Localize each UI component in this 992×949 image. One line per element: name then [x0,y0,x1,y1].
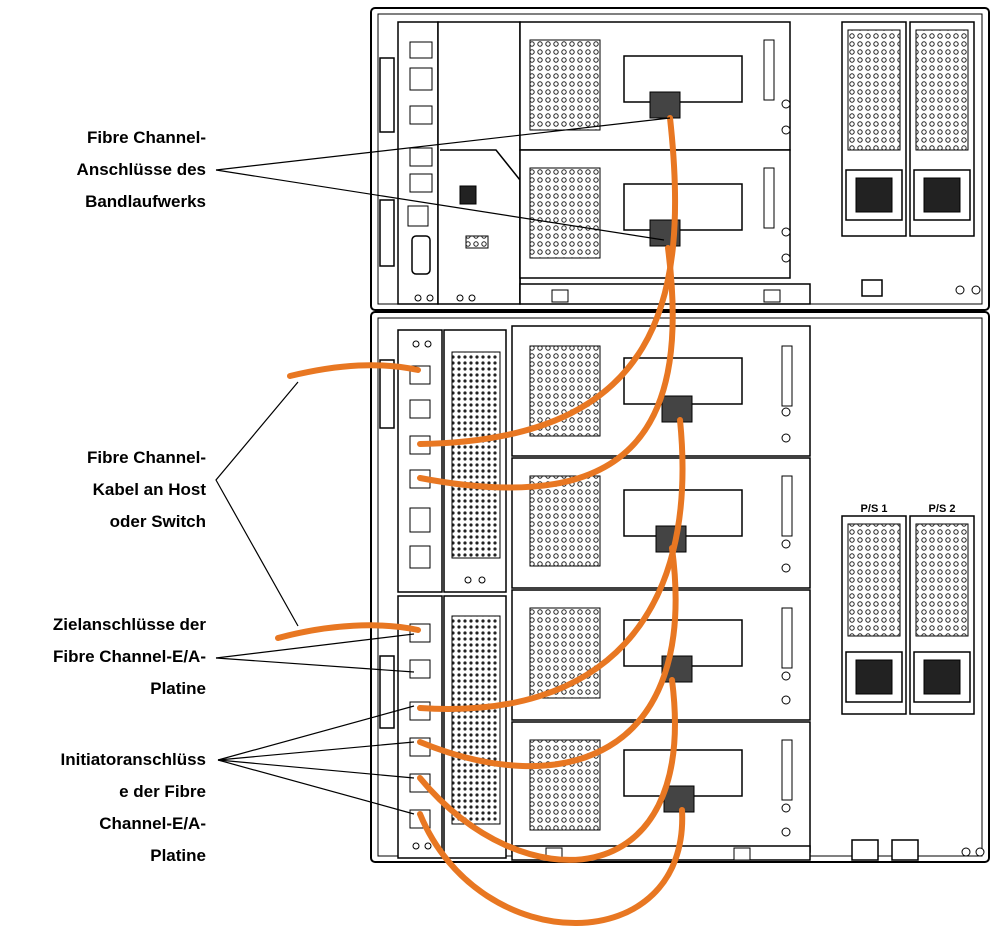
ps-label-right: P/S 2 [929,503,956,515]
library-control-blade [379,21,521,305]
cable-drive1 [417,115,679,447]
callout-target-ports: Zielanschlüsse der Fibre Channel-E/A- Pl… [53,609,206,705]
callout-line: Bandlaufwerks [85,192,206,211]
tape-drive-5 [511,589,811,721]
callout-line: Zielanschlüsse der [52,615,206,634]
callout-line: Channel-E/A- [99,814,206,833]
cable-drive5 [417,677,678,863]
host-cable-1 [287,362,421,379]
tape-drive-1 [519,21,791,151]
callout-line: Fibre Channel- [86,128,206,147]
cable-drive3 [417,417,686,712]
cable-drive4 [417,545,679,770]
tape-drive-4 [511,457,811,589]
tape-drive-6 [511,721,811,853]
callout-line: Initiatoranschlüss [60,750,206,769]
callout-line: Kabel an Host [92,480,206,499]
cable-drive2 [417,245,676,491]
callout-host-cables: Fibre Channel- Kabel an Host oder Switch [87,442,206,538]
callout-line: Platine [150,679,206,698]
callout-line: Platine [150,846,206,865]
power-supply-lower-1 [841,515,907,715]
callout-initiator-ports: Initiatoranschlüss e der Fibre Channel-E… [61,744,206,872]
callout-lines [215,117,671,815]
callout-line: e der Fibre [119,782,206,801]
fc-io-blade-lower [397,595,507,859]
tape-drive-2 [519,149,791,279]
power-supply-lower-2 [909,515,975,715]
ps-label-left: P/S 1 [861,503,888,515]
power-supply-upper-1 [841,21,907,237]
expansion-module [370,311,990,863]
callout-line: oder Switch [109,512,206,531]
fibre-channel-cables [275,115,686,926]
host-cable-2 [275,622,421,641]
control-module [370,7,990,311]
callout-line: Fibre Channel-E/A- [52,647,206,666]
fc-io-blade-upper [397,329,507,593]
callout-line: Fibre Channel- [86,448,206,467]
power-supply-upper-2 [909,21,975,237]
callout-tape-drive-ports: Fibre Channel- Anschlüsse des Bandlaufwe… [77,122,206,218]
callout-line: Anschlüsse des [76,160,206,179]
cable-drive6 [417,807,686,926]
